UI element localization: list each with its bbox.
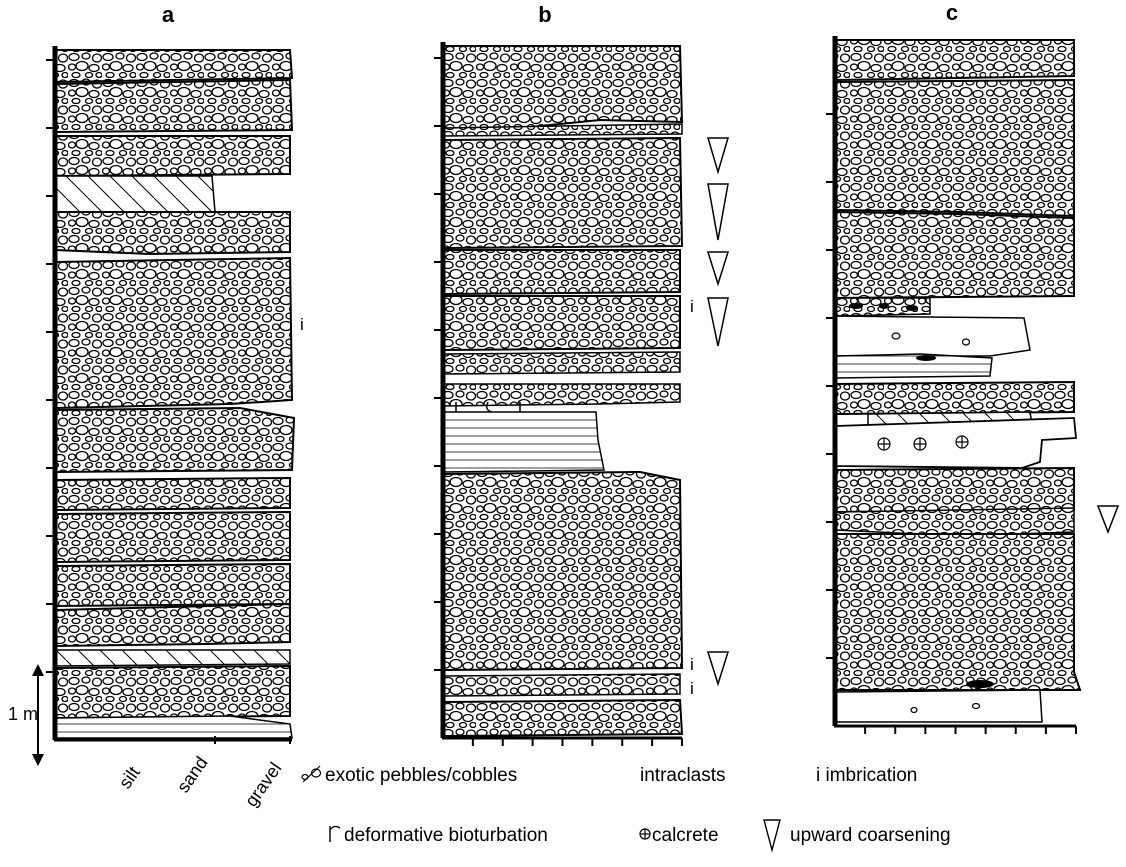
bed-a-8	[56, 478, 290, 510]
bed-a-4-crossbedded	[56, 176, 215, 212]
imbrication-mark-b-3: i	[690, 679, 694, 698]
bed-b-11	[444, 700, 682, 736]
coarsening-triangle-4	[708, 298, 728, 346]
imbrication-mark-b-1: i	[690, 297, 694, 316]
coarsening-marks-b	[708, 138, 728, 684]
bed-a-14	[56, 716, 292, 738]
bed-b-7	[444, 384, 680, 406]
bed-a-2	[56, 80, 292, 132]
legend-bioturbation-icon	[330, 826, 340, 842]
log-column-b	[442, 42, 682, 738]
legend-bioturbation-label: deformative bioturbation	[344, 825, 548, 846]
coarsening-triangle-3	[708, 252, 728, 284]
legend-exotic-label: exotic pebbles/cobbles	[325, 765, 517, 786]
bed-c-1	[836, 40, 1074, 80]
bed-c-6	[836, 354, 992, 378]
grain-label-gravel: gravel	[241, 759, 286, 811]
column-title-c: c	[946, 0, 958, 25]
bed-a-7	[56, 408, 294, 472]
bed-a-3	[56, 136, 290, 176]
legend-calcrete-icon	[640, 829, 650, 839]
log-column-c	[834, 36, 1080, 726]
coarsening-triangle-c	[1098, 506, 1118, 532]
legend: exotic pebbles/cobbles intraclasts i imb…	[302, 765, 951, 850]
bed-c-12	[836, 534, 1080, 690]
legend-coarsening-label: upward coarsening	[790, 825, 951, 846]
bed-a-12-crossbedded	[56, 650, 290, 666]
legend-intraclasts-label: intraclasts	[640, 765, 726, 786]
bed-a-13	[56, 666, 290, 718]
legend-imbrication-label: i imbrication	[816, 765, 917, 786]
bed-a-1	[56, 50, 292, 82]
grain-label-sand: sand	[173, 753, 212, 796]
imbrication-mark-b-2: i	[690, 655, 694, 674]
scale-label: 1 m	[8, 704, 38, 724]
bed-c-3	[836, 212, 1074, 298]
bed-a-11	[56, 604, 290, 646]
bed-c-2	[836, 80, 1074, 216]
log-column-a	[54, 46, 294, 744]
imbrication-mark-a: i	[300, 315, 304, 334]
bed-c-5	[836, 316, 1030, 356]
bed-b-1	[444, 46, 682, 130]
grain-label-silt: silt	[115, 763, 144, 792]
legend-exotic-icon	[302, 766, 321, 782]
bed-b-8-laminated	[444, 412, 604, 472]
coarsening-triangle-1	[708, 138, 728, 172]
bed-c-7	[836, 382, 1074, 414]
bed-a-10	[56, 564, 290, 606]
bed-c-11	[836, 508, 1074, 536]
bed-b-3	[444, 138, 682, 248]
column-title-b: b	[538, 2, 551, 27]
bed-b-4	[444, 250, 680, 294]
legend-calcrete-label: calcrete	[652, 825, 719, 846]
coarsening-triangle-2	[708, 184, 728, 240]
bed-a-9	[56, 512, 290, 562]
bed-b-6	[444, 352, 680, 374]
coarsening-triangle-5	[708, 652, 728, 684]
column-title-a: a	[162, 2, 175, 27]
bed-a-6	[56, 258, 292, 408]
bed-b-5	[444, 296, 680, 350]
legend-coarsening-icon	[764, 820, 780, 850]
bed-b-10	[444, 674, 680, 696]
bed-c-13	[836, 690, 1042, 722]
bed-c-10	[836, 468, 1074, 512]
bed-b-9	[444, 472, 682, 670]
bed-a-5	[56, 212, 290, 254]
